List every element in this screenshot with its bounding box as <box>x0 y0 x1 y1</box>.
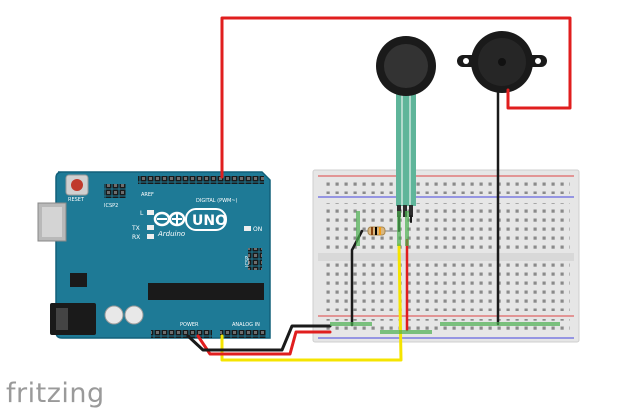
on-led <box>244 226 251 231</box>
capacitor-1 <box>104 305 124 325</box>
fritzing-watermark: fritzing <box>6 378 105 409</box>
center-channel <box>318 253 574 261</box>
power-label: POWER <box>180 322 199 328</box>
fsr-tail <box>396 88 416 206</box>
digital-label: DIGITAL (PWM~) <box>196 198 238 204</box>
icsp-label: ICSP <box>245 256 251 267</box>
rx-led <box>147 234 154 239</box>
arduino-uno-board: RESET ICSP2 DIGITAL (PWM~) AREF L TX RX … <box>37 171 271 339</box>
icsp2-label: ICSP2 <box>104 203 118 209</box>
capacitor-2 <box>124 305 144 325</box>
brand-label: Arduino <box>157 230 185 238</box>
arduino-logo <box>153 211 186 227</box>
uno-badge <box>185 208 227 231</box>
power-header <box>151 330 212 338</box>
microcontroller-chip <box>148 283 264 300</box>
aref-label: AREF <box>141 192 154 198</box>
on-label: ON <box>253 226 262 233</box>
piezo-buzzer <box>457 31 547 93</box>
reset-label: RESET <box>68 197 85 203</box>
top-power-rail-holes <box>322 179 570 194</box>
red-wire-5v <box>196 330 332 356</box>
black-wire-gnd <box>186 324 332 352</box>
connection-highlights <box>330 211 560 334</box>
wires <box>186 16 572 362</box>
upper-terminal-holes <box>322 203 570 251</box>
l-led <box>147 210 154 215</box>
resistor <box>360 226 400 236</box>
model-label: UNO <box>192 213 227 229</box>
red-wire-digital-to-buzzer <box>220 16 572 179</box>
yellow-wire-a0 <box>220 243 403 362</box>
regulator-chip <box>70 273 87 287</box>
analog-header <box>220 330 266 338</box>
rx-label: RX <box>132 234 140 241</box>
icsp-header <box>248 248 262 270</box>
breadboard <box>312 169 580 343</box>
lower-terminal-holes <box>322 263 570 311</box>
bottom-power-rail-holes <box>322 319 570 335</box>
tx-label: TX <box>131 225 140 232</box>
analog-label: ANALOG IN <box>232 322 260 328</box>
digital-header <box>138 176 264 184</box>
tx-led <box>147 225 154 230</box>
icsp2-header <box>104 184 126 198</box>
l-led-label: L <box>140 210 144 217</box>
reset-button-cap <box>71 179 83 191</box>
